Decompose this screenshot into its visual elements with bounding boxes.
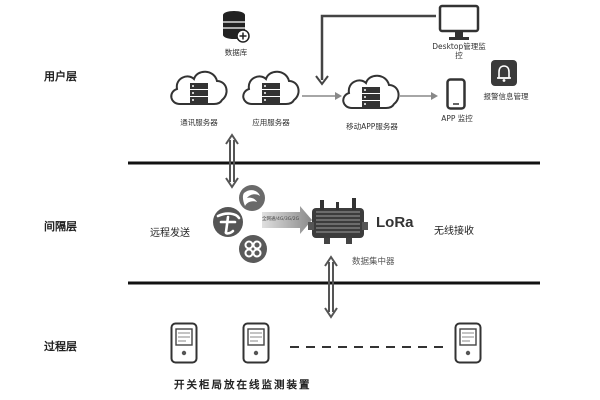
desktop-label: Desktop管理监控 [432, 42, 486, 60]
app-server [238, 64, 304, 120]
lora-label: LoRa [376, 214, 414, 231]
wireless-receive-label: 无线接收 [434, 226, 474, 237]
mobile-app-server-label: 移动APP服务器 [346, 122, 398, 131]
china-telecom-logo-icon [212, 206, 244, 238]
database-icon [221, 10, 251, 44]
remote-send-label: 远程发送 [150, 228, 190, 239]
comm-server [166, 64, 232, 120]
monitor-device-icon [242, 322, 270, 364]
comm-server-label: 通讯服务器 [180, 118, 218, 127]
carrier-to-lora-arrow [262, 206, 312, 234]
database-label: 数据库 [224, 48, 248, 57]
mobile-to-app-arrowhead [431, 92, 438, 100]
concentrator-label: 数据集中器 [352, 257, 395, 267]
app-monitor-label: APP 监控 [441, 114, 473, 123]
monitoring-device-n [454, 322, 482, 364]
device-caption: 开关柜局放在线监测装置 [174, 379, 312, 391]
desktop-link-arrowhead [315, 75, 329, 86]
lora-concentrator-icon [306, 194, 370, 250]
monitoring-device-2 [242, 322, 270, 364]
lora-double-arrow [324, 255, 338, 319]
comm-double-arrow [225, 133, 239, 189]
process-layer-label: 过程层 [44, 340, 77, 353]
cloud-server-icon [342, 74, 400, 109]
app-to-mobile-arrowhead [335, 92, 342, 100]
mobile-app-server [338, 68, 404, 124]
smartphone-icon [446, 78, 466, 110]
network-tag: 全网通/4G/3G/2G [262, 217, 300, 222]
user-layer-label: 用户层 [44, 70, 77, 83]
alarm-bell-icon [491, 60, 517, 86]
cloud-server-icon [170, 70, 228, 105]
cloud-server-icon [242, 70, 300, 105]
desktop-monitor-icon [438, 4, 480, 42]
monitoring-device-1 [170, 322, 198, 364]
interval-layer-label: 间隔层 [44, 220, 77, 233]
china-mobile-logo-icon [238, 184, 266, 212]
desktop-link-line [320, 14, 436, 80]
alarm-label: 报警信息管理 [483, 92, 529, 101]
china-unicom-logo-icon [238, 234, 268, 264]
monitor-device-icon [170, 322, 198, 364]
app-server-label: 应用服务器 [252, 118, 290, 127]
monitor-device-icon [454, 322, 482, 364]
